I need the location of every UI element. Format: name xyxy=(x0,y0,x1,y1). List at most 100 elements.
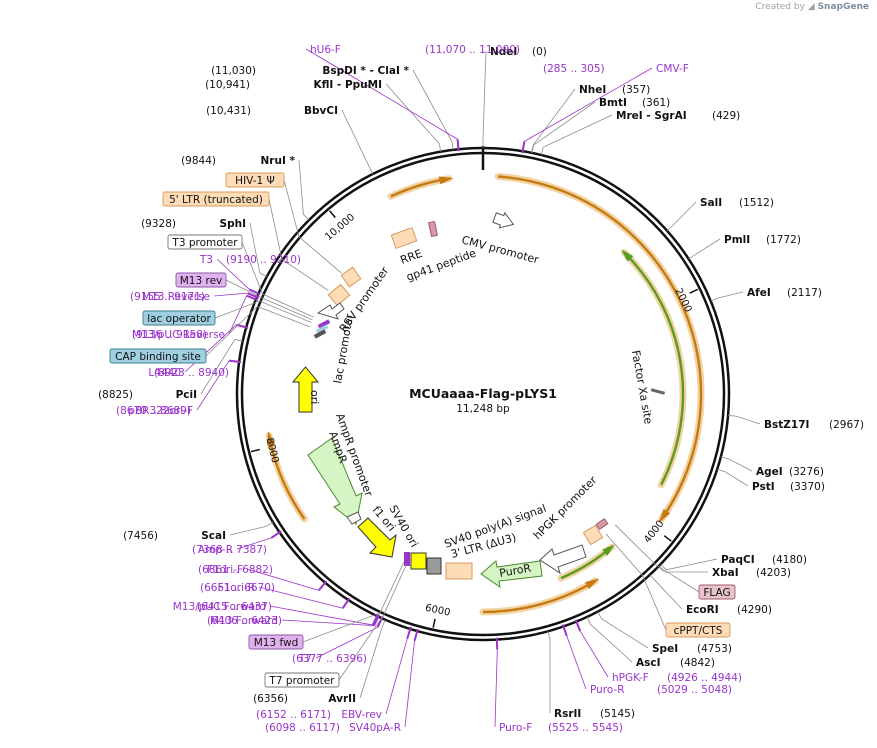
primer-site-marker xyxy=(246,294,259,302)
primer-leader-line xyxy=(236,537,272,550)
feature-arc-arrowhead xyxy=(602,544,615,556)
primer-name-l4440: L4440 xyxy=(148,367,181,379)
ltr-box xyxy=(327,283,351,307)
primer-leader-line xyxy=(566,635,587,690)
site-name-paqci: PaqCI xyxy=(721,554,755,566)
primer-name-ebv-rev: EBV-rev xyxy=(341,709,382,721)
primer-name-m13-reverse: M13 Reverse xyxy=(142,291,210,303)
scale-tick xyxy=(663,535,672,542)
primer-name-f1ori-r: F1ori-R xyxy=(218,582,255,594)
site-leader-line xyxy=(666,201,697,231)
primer-range-t7: (6377 .. 6396) xyxy=(292,653,367,665)
primer-name-t3: T3 xyxy=(199,254,213,266)
site-position-bspdi-clai: (11,030) xyxy=(211,65,256,77)
primer-range-pbr322ori-f: (8670 .. 8689) xyxy=(116,405,191,417)
site-name-afei: AfeI xyxy=(747,287,771,299)
site-name-psti: PstI xyxy=(752,481,775,493)
primer-leader-line xyxy=(228,295,248,335)
primer-leader-line xyxy=(524,67,653,142)
site-leader-line xyxy=(249,222,268,277)
feature-box-lac-operator: lac operator xyxy=(142,310,216,326)
site-leader-line xyxy=(688,238,721,260)
feature-arc-arrowhead xyxy=(585,578,600,590)
feature-box-frame xyxy=(698,584,736,600)
feature-box-leader xyxy=(205,306,310,357)
feature-box-frame xyxy=(109,348,207,364)
primer-name-hu6-f: hU6-F xyxy=(310,44,341,56)
primer-leader-line xyxy=(246,568,319,591)
site-position-mrei-sgrai: (429) xyxy=(712,110,740,122)
primer-leader-line xyxy=(281,619,375,627)
feature-box-label-m13-fwd: M13 fwd xyxy=(254,637,299,649)
ampr-arrow xyxy=(307,437,363,525)
scale-tick xyxy=(250,448,260,453)
feature-box-frame xyxy=(142,310,216,326)
map-center-layer: MCUaaaa-Flag-pLYS1 11,248 bp xyxy=(409,386,557,415)
primer-leader-line xyxy=(385,638,408,715)
primer-range-m13-forward: (6406 .. 6423) xyxy=(207,615,282,627)
primer-name-puro-f: Puro-F xyxy=(499,722,532,734)
site-name-bmti: BmtI xyxy=(599,97,627,109)
site-name-sali: SalI xyxy=(700,197,722,209)
inner-features-layer xyxy=(291,211,666,589)
primer-leader-line xyxy=(213,292,248,297)
primer-range-hpgk-f: (4926 .. 4944) xyxy=(667,672,742,684)
feature-arc xyxy=(482,579,596,614)
feature-box-m13-rev: M13 rev xyxy=(175,272,227,288)
feature-box-label-lac-operator: lac operator xyxy=(147,313,211,325)
primer-range-f1ori-r: (6651 .. 6670) xyxy=(200,582,275,594)
site-position-bstz17i: (2967) xyxy=(829,419,864,431)
feature-box-t7-promoter: T7 promoter xyxy=(264,672,340,688)
feature-label-lac-promoter: lac promoter xyxy=(331,312,356,384)
feature-box-5-ltr-truncated: 5' LTR (truncated) xyxy=(162,191,270,207)
ltr-3-box xyxy=(445,562,473,580)
site-name-spei: SpeI xyxy=(652,643,678,655)
primer-range-f1ori-f: (6861 .. 6882) xyxy=(198,564,273,576)
site-name-bspdi-clai: BspDI * - ClaI * xyxy=(322,65,409,77)
primer-range-m13-puc-forward: (6415 .. 6437) xyxy=(197,601,272,613)
site-position-pmli: (1772) xyxy=(766,234,801,246)
primer-leader-line xyxy=(258,586,343,609)
feature-box-leader xyxy=(241,241,314,318)
watermark-prefix: Created by xyxy=(755,2,805,12)
feature-box-leader xyxy=(614,524,700,593)
primer-site-marker xyxy=(236,323,249,329)
site-position-paqci: (4180) xyxy=(772,554,807,566)
primer-site-marker xyxy=(341,597,351,609)
gp41-peptide-box xyxy=(428,220,438,238)
feature-box-leader xyxy=(225,279,313,321)
plasmid-size: 11,248 bp xyxy=(456,403,510,415)
primer-leader-line xyxy=(579,630,609,678)
feature-arcs-layer xyxy=(265,173,705,616)
site-name-kfli-ppumi: KflI - PpuMI xyxy=(313,79,382,91)
scale-tick-label: 10,000 xyxy=(323,212,357,243)
site-name-nhei: NheI xyxy=(579,84,606,96)
primer-leader-line xyxy=(404,640,415,728)
feature-box-frame xyxy=(665,622,731,638)
site-position-agei: (3276) xyxy=(789,466,824,478)
cppt-box xyxy=(582,524,604,546)
site-name-mrei-sgrai: MreI - SgrAI xyxy=(616,110,687,122)
site-position-psti: (3370) xyxy=(790,481,825,493)
primer-range-ebv-rev: (6152 .. 6171) xyxy=(256,709,331,721)
plasmid-name: MCUaaaa-Flag-pLYS1 xyxy=(409,386,557,401)
primer-site-marker xyxy=(574,619,582,632)
flag-box xyxy=(595,517,609,531)
primer-leader-line xyxy=(184,324,237,373)
feature-box-label-5-ltr-truncated: 5' LTR (truncated) xyxy=(169,194,263,206)
f1-ori-arrow xyxy=(357,517,397,558)
feature-box-label-m13-rev: M13 rev xyxy=(180,275,223,287)
site-leader-line xyxy=(341,109,374,175)
primer-site-marker xyxy=(247,292,260,299)
site-position-spei: (4753) xyxy=(697,643,732,655)
primer-name-m13-puc-forward: M13/pUC Forward xyxy=(173,601,266,613)
feature-arc xyxy=(498,175,703,520)
primer-name-sv40pa-r: SV40pA-R xyxy=(349,722,401,734)
feature-box-leader xyxy=(302,562,405,643)
site-position-pcii: (8825) xyxy=(98,389,133,401)
watermark-brand: SnapGene xyxy=(817,2,869,12)
sv40-polya-box xyxy=(426,557,442,575)
site-name-bbvci: BbvCI xyxy=(304,105,338,117)
primer-name-f1ori-f: F1ori-F xyxy=(207,564,243,576)
